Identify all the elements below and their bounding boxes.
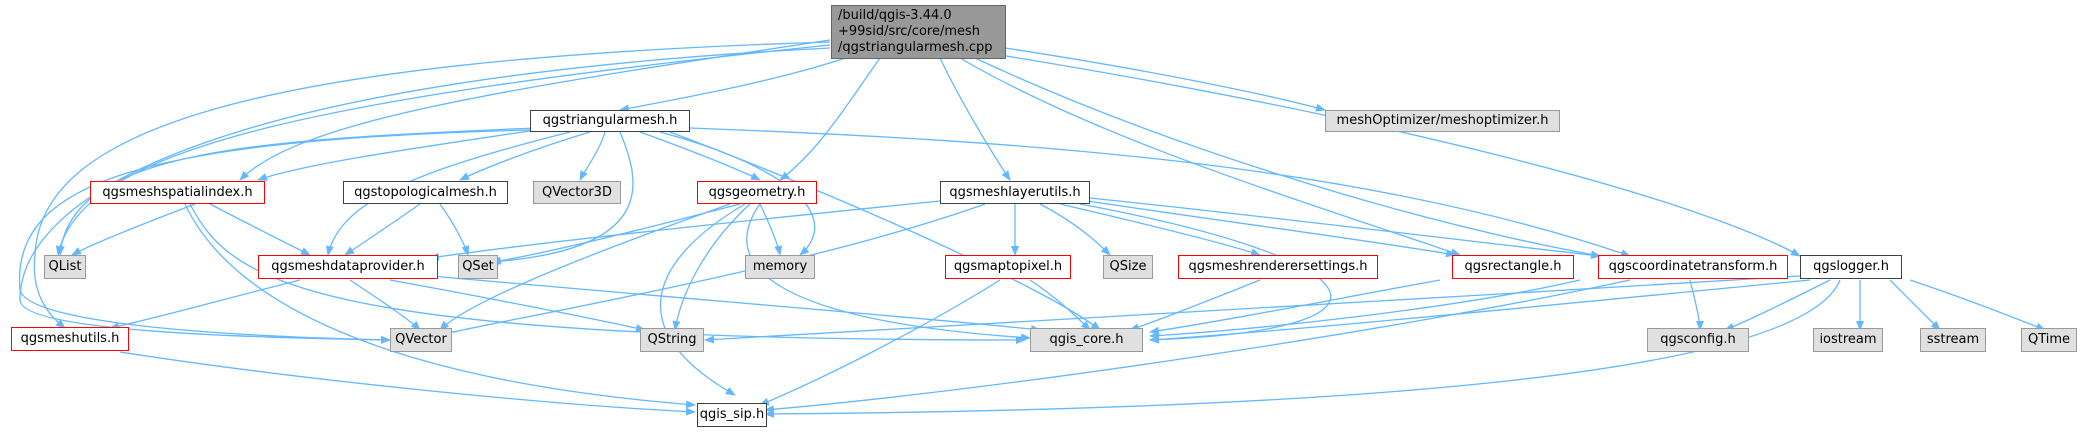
node-qgsmeshspatialindex[interactable]: qgsmeshspatialindex.h [90, 181, 265, 204]
edge-qgsgeometry-to-memory [759, 203, 783, 256]
edge-qgscoordinatetransform-to-qgis_core [1149, 279, 1581, 340]
edge-qgsmeshspatialindex-to-qlist [71, 203, 196, 256]
edge-qgslogger-to-qgsconfig [1724, 279, 1831, 331]
edge-root-to-qgsmeshlayerutils [939, 57, 1011, 181]
node-qvector3d[interactable]: QVector3D [533, 181, 621, 204]
edge-qgstopologicalmesh-to-qset [439, 203, 470, 256]
edge-root-to-qgsmeshspatialindex [239, 39, 831, 181]
edge-qgsmeshdataprovider-to-qvector [349, 279, 421, 331]
node-qgsmeshdataprovider[interactable]: qgsmeshdataprovider.h [258, 255, 438, 279]
edge-qgsmeshlayerutils-to-qvector [439, 203, 986, 337]
edge-qgsgeometry-to-qgis_core [746, 203, 1031, 342]
edge-qgsmeshlayerutils-to-qgsmeshdataprovider [429, 199, 951, 261]
edge-qgscoordinatetransform-to-qgsconfig [1689, 279, 1704, 331]
edge-qgsmaptopixel-to-qgis_core [1029, 279, 1091, 331]
root-line-3: /qgstriangularmesh.cpp [838, 40, 993, 55]
node-qgsmeshrenderersettings[interactable]: qgsmeshrenderersettings.h [1178, 255, 1378, 279]
node-qgsmaptopixel[interactable]: qgsmaptopixel.h [945, 255, 1071, 279]
include-edges [18, 39, 2046, 418]
edge-root-to-qgsrectangle [959, 57, 1461, 256]
edge-qgsmeshlayerutils-to-qsize [1039, 203, 1111, 256]
edge-qgsmeshspatialindex-to-qgis_sip [184, 203, 696, 409]
edge-qgstriangularmesh-to-qgstopologicalmesh [459, 131, 591, 181]
edge-qgstriangularmesh-to-qgsgeometry [639, 131, 761, 181]
node-qstring[interactable]: QString [640, 328, 704, 352]
edge-qgstriangularmesh-to-qgscoordinatetransform [689, 127, 1631, 257]
edge-qgstriangularmesh-to-qvector3d [579, 131, 606, 181]
node-qvector[interactable]: QVector [390, 328, 452, 352]
node-qgis-core[interactable]: qgis_core.h [1030, 328, 1143, 352]
edge-root-to-qgsmeshutils [33, 41, 831, 329]
node-qgsrectangle[interactable]: qgsrectangle.h [1452, 255, 1574, 279]
edge-qgsmaptopixel-to-qgis_sip [759, 279, 1001, 406]
edge-qgslogger-to-qgis_sip [764, 279, 1841, 418]
edge-qgstriangularmesh-to-qgsmeshspatialindex [257, 127, 551, 181]
edge-root-to-qvector [19, 47, 831, 344]
edge-qgsmeshspatialindex-to-qgis_core [189, 203, 1026, 344]
edge-qgslogger-to-qtime [1909, 279, 2046, 331]
edge-qgslogger-to-sstream [1889, 279, 1941, 331]
edge-qgstriangularmesh-to-qgis_core [669, 131, 1101, 331]
edge-qgstriangularmesh-to-qvector [18, 129, 531, 344]
edge-qgslogger-to-qstring [704, 275, 1801, 344]
node-qgslogger[interactable]: qgslogger.h [1800, 255, 1902, 279]
edge-root-to-qgsgeometry [779, 57, 881, 181]
node-sstream[interactable]: sstream [1920, 328, 1986, 352]
edge-qgsmeshspatialindex-to-qgsmeshdataprovider [209, 203, 311, 256]
edge-qgslogger-to-qgis_core [1149, 279, 1811, 344]
node-qsize[interactable]: QSize [1103, 255, 1153, 279]
node-memory[interactable]: memory [745, 255, 815, 279]
edge-qgsmeshdataprovider-to-qstring [389, 279, 646, 332]
node-meshoptimizer[interactable]: meshOptimizer/meshoptimizer.h [1325, 110, 1560, 132]
edge-qgsmeshlayerutils-to-qgsmeshrenderersettings [1059, 203, 1261, 256]
edge-root-to-meshoptimizer [1004, 47, 1326, 112]
edge-root-to-qgslogger [999, 54, 1801, 257]
edge-qgsmeshutils-to-qgis_sip [119, 351, 696, 416]
root-line-1: /build/qgis-3.44.0 [838, 8, 952, 23]
node-qgscoordinatetransform[interactable]: qgscoordinatetransform.h [1598, 255, 1788, 279]
node-qgis-sip[interactable]: qgis_sip.h [697, 403, 767, 427]
node-qgsmeshlayerutils[interactable]: qgsmeshlayerutils.h [940, 181, 1090, 204]
node-qlist[interactable]: QList [44, 255, 86, 279]
node-iostream[interactable]: iostream [1813, 328, 1883, 352]
edge-qgsmeshdataprovider-to-qgsmeshutils [109, 279, 301, 331]
node-qgsgeometry[interactable]: qgsgeometry.h [697, 181, 817, 204]
node-qset[interactable]: QSet [458, 255, 498, 279]
edge-root-to-qlist [55, 44, 831, 256]
node-qgsmeshutils[interactable]: qgsmeshutils.h [11, 327, 129, 351]
edge-qgstopologicalmesh-to-qgsmeshdataprovider [344, 203, 421, 256]
node-qgstriangularmesh[interactable]: qgstriangularmesh.h [530, 110, 690, 132]
node-qtime[interactable]: QTime [2021, 328, 2077, 352]
edge-qgscoordinatetransform-to-qgis_sip [764, 279, 1631, 414]
edge-qgsmeshrenderersettings-to-qgis_core [1129, 279, 1261, 331]
edge-qgsgeometry-to-qstring [672, 203, 751, 331]
root-line-2: +99sid/src/core/mesh [838, 24, 981, 39]
edge-qgsrectangle-to-qgis_core [1149, 279, 1441, 335]
node-root-file[interactable]: /build/qgis-3.44.0 +99sid/src/core/mesh … [831, 5, 1006, 59]
node-qgstopologicalmesh[interactable]: qgstopologicalmesh.h [343, 181, 508, 204]
edge-root-to-qgstriangularmesh [619, 54, 856, 113]
edge-qgsmeshlayerutils-to-qgscoordinatetransform [1089, 197, 1601, 259]
edge-qgsmeshdataprovider-to-qgis_core [419, 274, 1041, 333]
edge-qgstriangularmesh-to-qset [489, 131, 634, 266]
edge-qgsmeshlayerutils-to-qgsrectangle [1079, 199, 1456, 258]
node-qgsconfig[interactable]: qgsconfig.h [1647, 328, 1749, 352]
edge-qgsgeometry-to-qvector [439, 203, 731, 331]
